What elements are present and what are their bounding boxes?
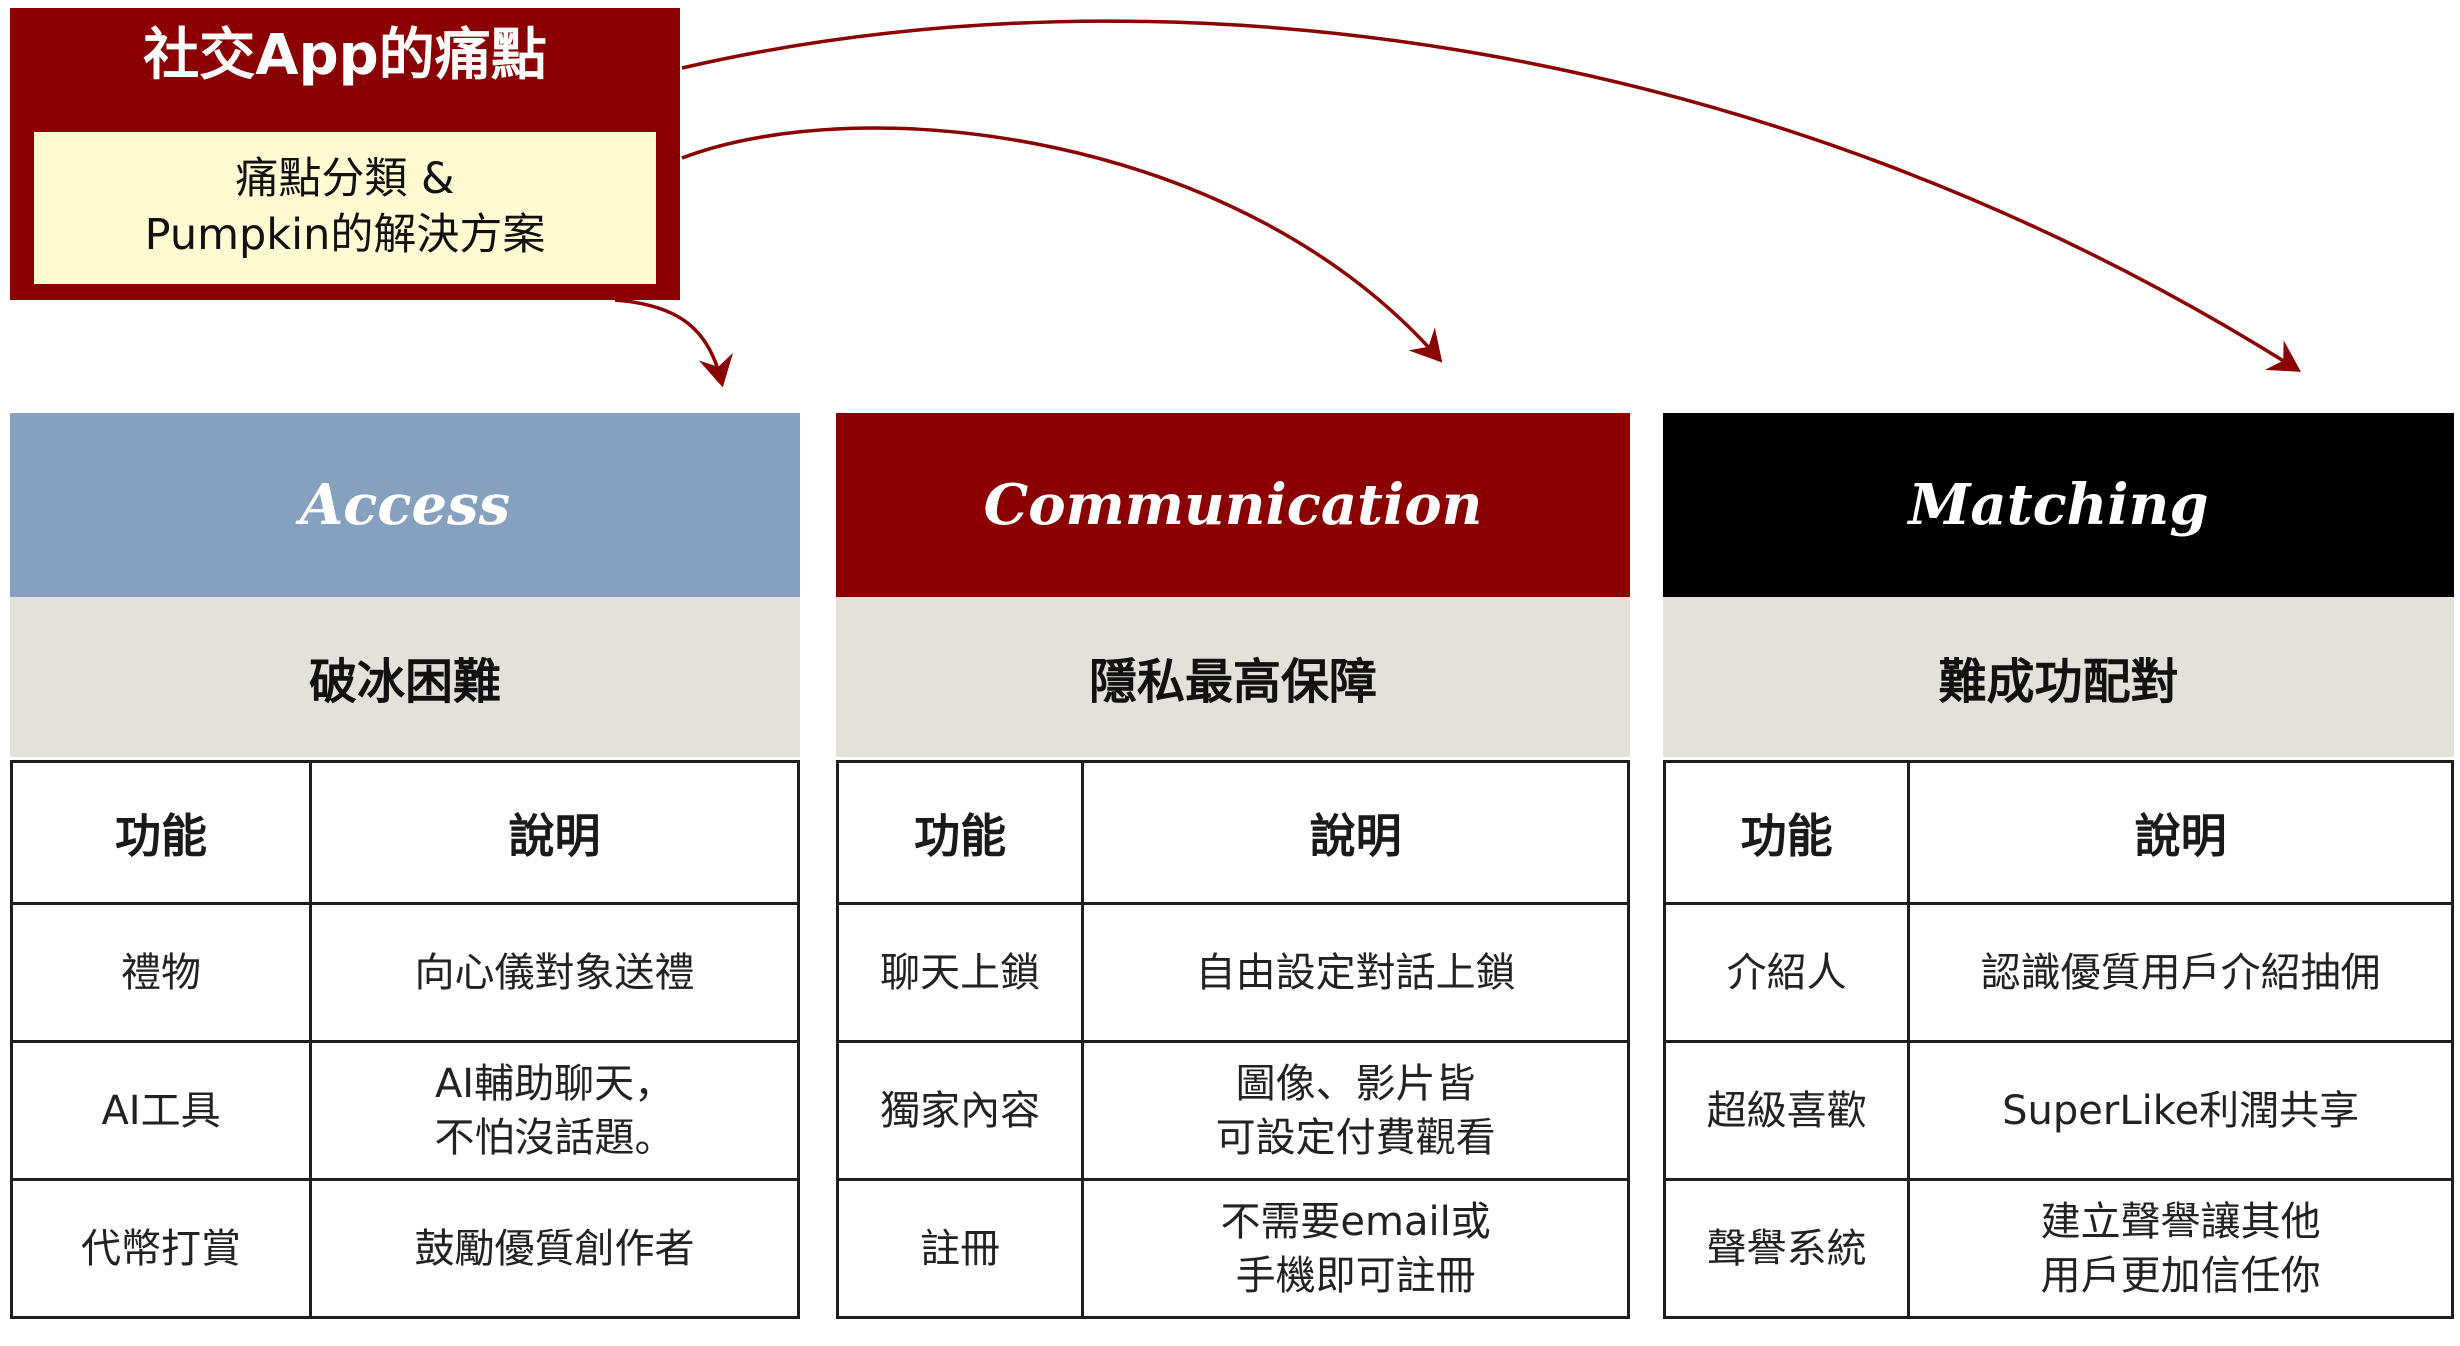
subtitle-box: 痛點分類 & Pumpkin的解決方案 xyxy=(34,132,656,284)
feature-cell: 聊天上鎖 xyxy=(835,902,1085,1043)
diagram-title: 社交App的痛點 xyxy=(143,23,547,88)
feature-table-communication: 功能 說明 聊天上鎖 自由設定對話上鎖 獨家內容 圖像、影片皆 可設定付費觀看 … xyxy=(835,760,1630,1319)
table-row: 介紹人 認識優質用戶介紹抽佣 xyxy=(1662,902,2454,1043)
table-row: 聲譽系統 建立聲譽讓其他 用戶更加信任你 xyxy=(1662,1178,2454,1319)
feature-cell: 聲譽系統 xyxy=(1662,1178,1911,1319)
pain-point-communication: 隱私最高保障 xyxy=(836,597,1630,757)
description-header: 說明 xyxy=(1907,760,2454,905)
description-cell: AI輔助聊天， 不怕沒話題。 xyxy=(309,1040,800,1181)
description-cell: 向心儀對象送禮 xyxy=(309,902,800,1043)
description-cell: 認識優質用戶介紹抽佣 xyxy=(1907,902,2454,1043)
arrow-to-matching xyxy=(681,19,2301,372)
table-row: 獨家內容 圖像、影片皆 可設定付費觀看 xyxy=(835,1040,1630,1181)
table-row: 代幣打賞 鼓勵優質創作者 xyxy=(9,1178,800,1319)
communication-column: Communication 隱私最高保障 功能 說明 聊天上鎖 自由設定對話上鎖… xyxy=(835,413,1630,1319)
feature-cell: 註冊 xyxy=(835,1178,1085,1319)
matching-column: Matching 難成功配對 功能 說明 介紹人 認識優質用戶介紹抽佣 超級喜歡… xyxy=(1662,413,2454,1319)
pain-point-access: 破冰困難 xyxy=(10,597,800,757)
feature-cell: 禮物 xyxy=(9,902,313,1043)
table-row: 禮物 向心儀對象送禮 xyxy=(9,902,800,1043)
description-cell: 圖像、影片皆 可設定付費觀看 xyxy=(1081,1040,1630,1181)
table-row: 註冊 不需要email或 手機即可註冊 xyxy=(835,1178,1630,1319)
description-cell: SuperLike利潤共享 xyxy=(1907,1040,2454,1181)
feature-cell: 代幣打賞 xyxy=(9,1178,313,1319)
feature-header: 功能 xyxy=(1662,760,1911,905)
category-header-communication: Communication xyxy=(836,413,1630,597)
description-cell: 鼓勵優質創作者 xyxy=(309,1178,800,1319)
feature-cell: AI工具 xyxy=(9,1040,313,1181)
arrow-to-access xyxy=(614,298,733,388)
description-header: 說明 xyxy=(309,760,800,905)
subtitle-line-2: Pumpkin的解決方案 xyxy=(144,210,546,260)
description-cell: 自由設定對話上鎖 xyxy=(1081,902,1630,1043)
pain-point-matching: 難成功配對 xyxy=(1663,597,2454,757)
category-header-access: Access xyxy=(10,413,800,597)
feature-table-matching: 功能 說明 介紹人 認識優質用戶介紹抽佣 超級喜歡 SuperLike利潤共享 … xyxy=(1662,760,2454,1319)
feature-table-access: 功能 說明 禮物 向心儀對象送禮 AI工具 AI輔助聊天， 不怕沒話題。 代幣打… xyxy=(9,760,800,1319)
feature-cell: 獨家內容 xyxy=(835,1040,1085,1181)
table-row: AI工具 AI輔助聊天， 不怕沒話題。 xyxy=(9,1040,800,1181)
table-row: 聊天上鎖 自由設定對話上鎖 xyxy=(835,902,1630,1043)
feature-header: 功能 xyxy=(9,760,313,905)
category-header-matching: Matching xyxy=(1663,413,2454,597)
description-header: 說明 xyxy=(1081,760,1630,905)
description-cell: 建立聲譽讓其他 用戶更加信任你 xyxy=(1907,1178,2454,1319)
subtitle-line-1: 痛點分類 & xyxy=(235,154,455,205)
feature-cell: 超級喜歡 xyxy=(1662,1040,1911,1181)
description-cell: 不需要email或 手機即可註冊 xyxy=(1081,1178,1630,1319)
feature-cell: 介紹人 xyxy=(1662,902,1911,1043)
table-row: 超級喜歡 SuperLike利潤共享 xyxy=(1662,1040,2454,1181)
title-box: 社交App的痛點 痛點分類 & Pumpkin的解決方案 xyxy=(10,8,680,300)
access-column: Access 破冰困難 功能 說明 禮物 向心儀對象送禮 AI工具 AI輔助聊天… xyxy=(9,413,800,1319)
feature-header: 功能 xyxy=(835,760,1085,905)
arrow-to-communication xyxy=(681,126,1443,363)
